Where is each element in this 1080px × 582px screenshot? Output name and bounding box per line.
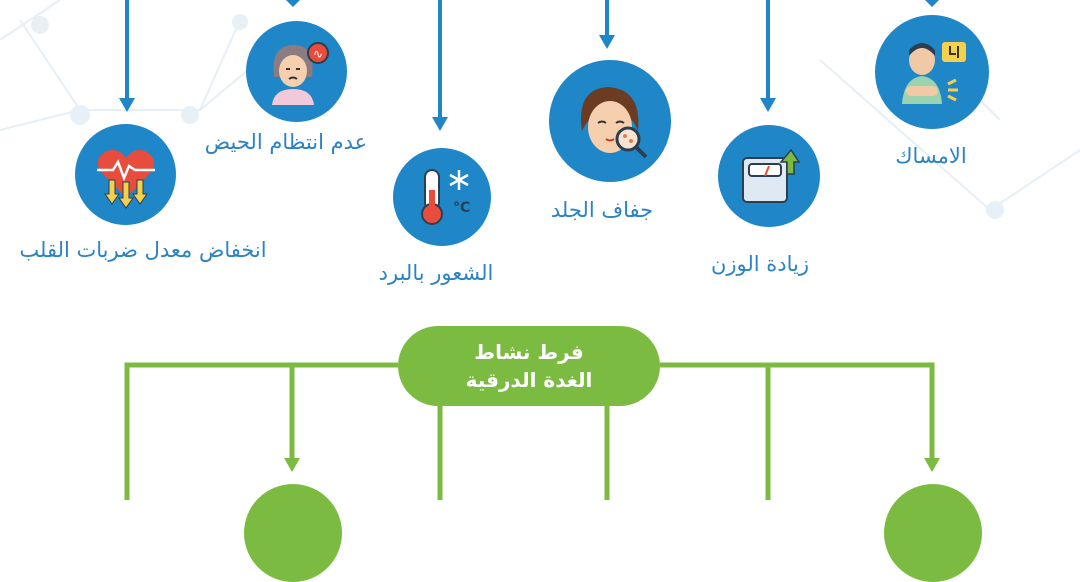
feeling-cold-label: الشعور بالبرد — [378, 261, 494, 285]
constipated-person-icon — [902, 42, 966, 104]
svg-text:∿: ∿ — [313, 47, 323, 61]
hyperthyroidism-title-line1: فرط نشاط — [474, 340, 584, 364]
low-heart-rate-icon — [96, 149, 155, 209]
weight-scale-icon — [742, 148, 801, 203]
irregular-period-label: عدم انتظام الحيض — [204, 130, 368, 154]
dry-skin-node — [549, 60, 671, 182]
weight-gain-label: زيادة الوزن — [710, 252, 810, 276]
weight-gain-node — [718, 125, 820, 227]
low-heart-rate-label: انخفاض معدل ضربات القلب — [19, 238, 267, 262]
hyperthyroid-symptom-node — [244, 484, 342, 582]
feeling-cold-node: °C — [393, 148, 491, 246]
dry-skin-face-icon — [581, 87, 648, 159]
hyperthyroidism-title-line2: الغدة الدرقية — [465, 368, 593, 392]
hyperthyroid-symptom-node — [884, 484, 982, 582]
constipation-node — [875, 15, 989, 129]
dry-skin-label: جفاف الجلد — [550, 198, 654, 222]
low-heart-rate-node — [75, 124, 176, 225]
svg-text:°C: °C — [453, 200, 470, 216]
hyperthyroidism-heading: فرط نشاط الغدة الدرقية — [398, 326, 660, 406]
irregular-period-node: ∿ — [246, 21, 347, 122]
constipation-label: الامساك — [895, 144, 967, 168]
connector-lines — [119, 0, 940, 500]
thermometer-cold-icon: °C — [421, 169, 470, 225]
menstrual-woman-icon: ∿ — [271, 41, 329, 105]
background-network-decoration — [0, 0, 1080, 219]
